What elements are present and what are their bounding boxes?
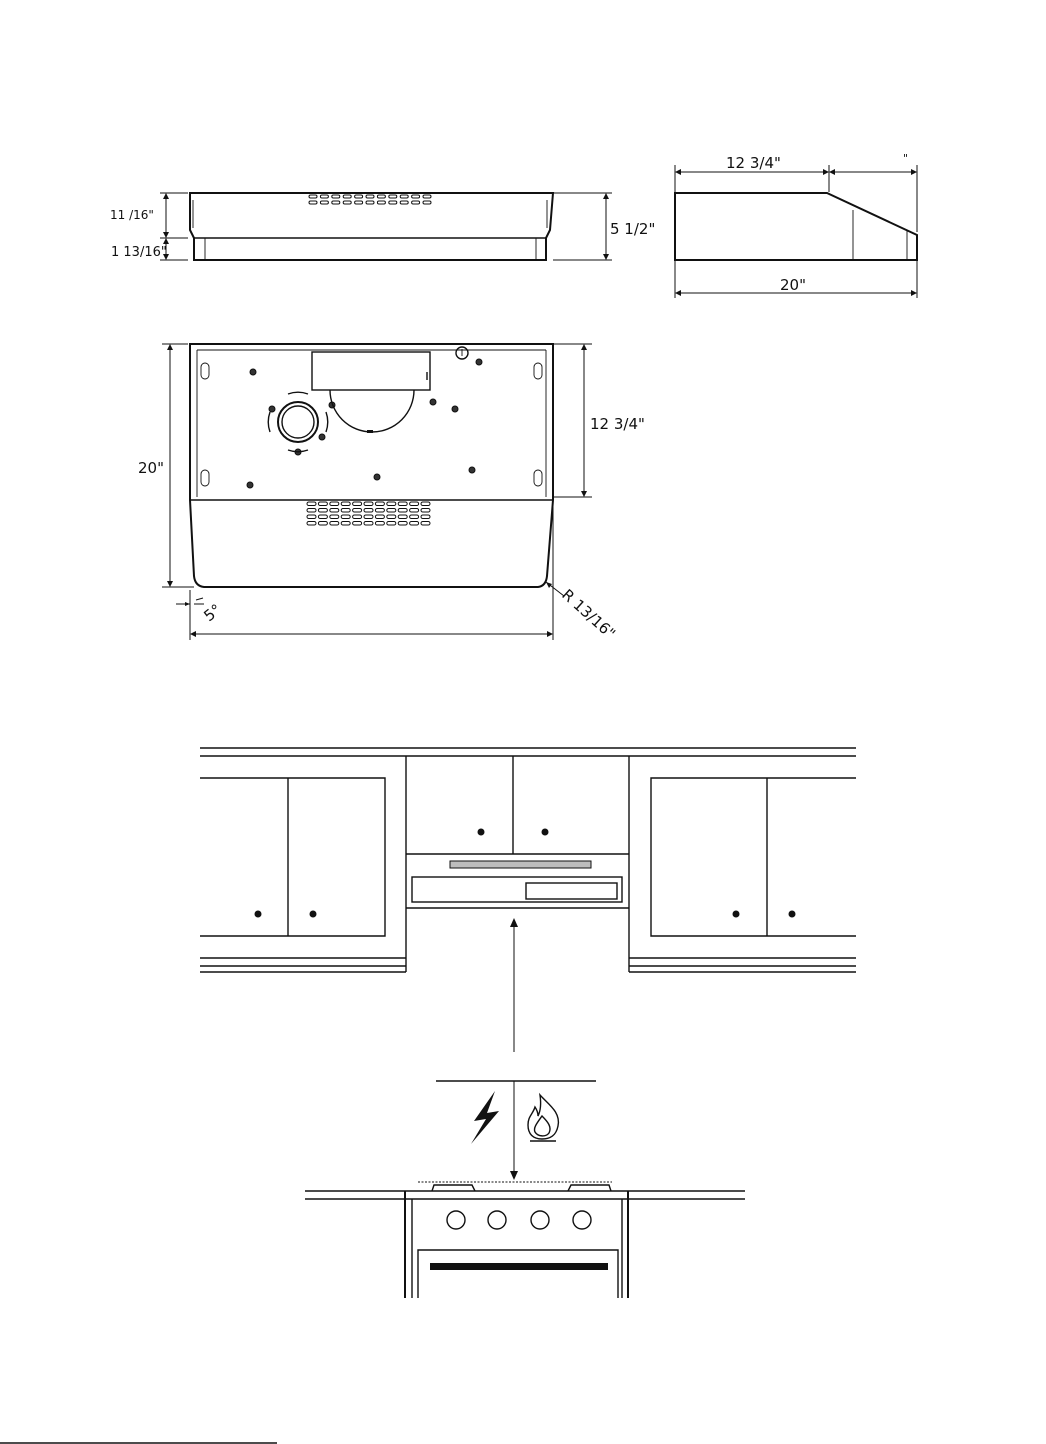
vent-slot (398, 509, 407, 513)
vent-slot (330, 509, 339, 513)
vent-slot (410, 502, 419, 506)
vent-slot (375, 515, 384, 519)
vent-slot (398, 502, 407, 506)
vent-slot (412, 195, 420, 198)
front-top-height-label: 11 /16" (110, 208, 154, 222)
side-top-extra-label: " (903, 152, 908, 165)
bottom-vent-slots (307, 502, 430, 525)
front-total-height-label: 5 1/2" (610, 220, 655, 238)
vent-slot (353, 522, 362, 526)
installation-view (200, 748, 856, 1298)
front-view: 11 /16" 1 13/16" 5 1/2" (110, 193, 655, 260)
right-cabinet (629, 756, 856, 972)
vent-slot (410, 509, 419, 513)
vent-slot (366, 195, 374, 198)
vent-slot (421, 509, 430, 513)
keyhole-slots (201, 363, 542, 486)
vent-slot (343, 201, 351, 204)
vent-slot (364, 502, 373, 506)
vent-slot (377, 195, 385, 198)
vent-slot (332, 201, 340, 204)
vent-slot (355, 201, 363, 204)
vent-slot (389, 195, 397, 198)
vent-slot (387, 509, 396, 513)
burner-knob (447, 1211, 465, 1229)
front-bottom-height-label: 1 13/16" (111, 245, 167, 260)
range-stove (305, 1182, 745, 1298)
vent-slot (389, 201, 397, 204)
flame-icon (528, 1095, 558, 1141)
vent-slot (307, 509, 316, 513)
vent-slot (364, 509, 373, 513)
vent-slot (387, 522, 396, 526)
vent-slot (421, 522, 430, 526)
clearance-arrow (436, 918, 596, 1180)
left-cabinet (200, 756, 406, 972)
burner-knob (531, 1211, 549, 1229)
vent-slot (341, 515, 350, 519)
vent-slot (398, 522, 407, 526)
vent-slot (330, 522, 339, 526)
vent-slot (341, 522, 350, 526)
lightning-icon (471, 1091, 499, 1144)
front-vent-slots (309, 195, 431, 204)
vent-slot (330, 515, 339, 519)
vent-slot (341, 509, 350, 513)
vent-slot (307, 502, 316, 506)
vent-slot (410, 515, 419, 519)
vent-slot (307, 522, 316, 526)
vent-slot (320, 195, 328, 198)
bottom-depth-label: 20" (138, 459, 164, 477)
bottom-radius-label: R 13/16" (558, 586, 619, 643)
vent-slot (377, 201, 385, 204)
vent-slot (353, 509, 362, 513)
vent-slot (375, 509, 384, 513)
vent-slot (353, 502, 362, 506)
bottom-mount-depth-label: 12 3/4" (590, 415, 645, 433)
vent-slot (421, 515, 430, 519)
vent-slot (307, 515, 316, 519)
vent-slot (423, 201, 431, 204)
vent-slot (400, 195, 408, 198)
vent-slot (309, 201, 317, 204)
vent-slot (343, 195, 351, 198)
vent-slot (387, 515, 396, 519)
vent-slot (375, 502, 384, 506)
vent-slot (355, 195, 363, 198)
vent-slot (341, 502, 350, 506)
vent-slot (412, 201, 420, 204)
side-top-depth-label: 12 3/4" (726, 154, 781, 172)
burner-knob (573, 1211, 591, 1229)
vent-slot (400, 201, 408, 204)
center-cabinet (406, 756, 629, 854)
vent-slot (318, 509, 327, 513)
fan-outlet (268, 392, 327, 451)
vent-slot (318, 502, 327, 506)
vent-slot (387, 502, 396, 506)
vent-slot (364, 522, 373, 526)
vent-slot (332, 195, 340, 198)
vent-slot (423, 195, 431, 198)
vent-slot (309, 195, 317, 198)
side-view: 12 3/4" " 20" (675, 152, 917, 298)
vent-slot (421, 502, 430, 506)
side-total-depth-label: 20" (780, 276, 806, 294)
vent-slot (398, 515, 407, 519)
bottom-view: 20" 12 3/4" 5° R 13/16" (138, 344, 645, 643)
vent-slot (366, 201, 374, 204)
vent-slot (320, 201, 328, 204)
vent-slot (364, 515, 373, 519)
vent-slot (330, 502, 339, 506)
vent-slot (318, 515, 327, 519)
vent-slot (375, 522, 384, 526)
range-hood (406, 861, 629, 908)
vent-slot (353, 515, 362, 519)
vent-slot (318, 522, 327, 526)
burner-knob (488, 1211, 506, 1229)
vent-slot (410, 522, 419, 526)
bottom-angle-label: 5° (200, 600, 225, 625)
